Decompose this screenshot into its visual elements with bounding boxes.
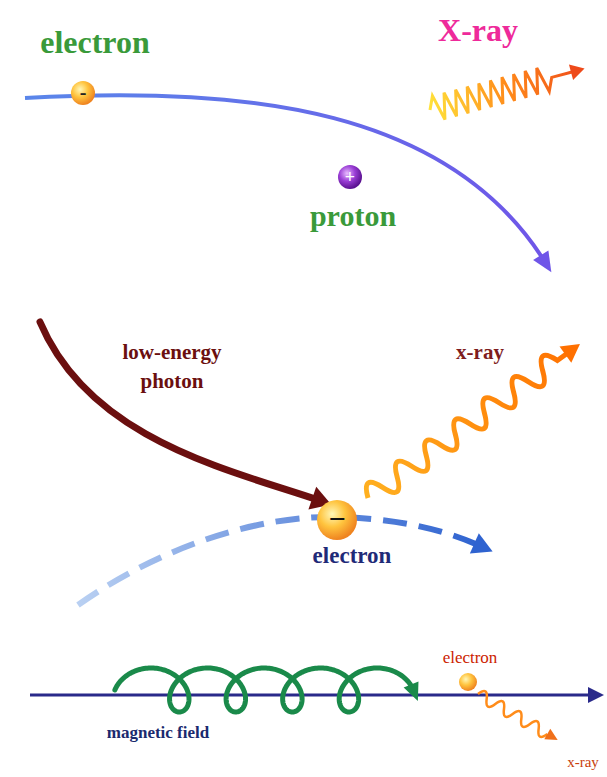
charge-sign: + xyxy=(345,167,355,188)
charge-sign: - xyxy=(80,81,87,104)
xray-wave xyxy=(361,334,587,507)
arrow-head xyxy=(588,687,604,703)
arrow-head xyxy=(544,729,560,745)
electron-path xyxy=(25,95,545,262)
xray-sine xyxy=(475,689,550,739)
arrow-head xyxy=(470,533,497,561)
field-label: magnetic field xyxy=(107,723,209,743)
electron-ball xyxy=(71,81,95,105)
xray-zigzag xyxy=(427,59,577,122)
radiation-label: x-ray xyxy=(456,340,504,364)
photon-path xyxy=(40,322,318,500)
proton-ball xyxy=(338,165,362,189)
field-axis xyxy=(30,694,590,697)
photon-label: low-energy photon xyxy=(112,338,232,397)
particle-label: electron xyxy=(313,543,392,569)
arrow-head xyxy=(533,250,559,276)
arrow-head xyxy=(404,681,426,704)
arrow-head xyxy=(569,61,587,80)
electron-ball xyxy=(459,673,477,691)
charge-sign: − xyxy=(328,502,345,537)
xray-wave xyxy=(475,689,561,745)
xray-sine xyxy=(361,344,574,508)
electron-ball xyxy=(317,500,357,540)
electron-path xyxy=(78,517,478,605)
radiation-label: X-ray xyxy=(438,12,518,49)
particle-label: proton xyxy=(310,199,396,234)
helix-path xyxy=(115,668,413,712)
radiation-label: x-ray xyxy=(567,754,599,771)
arrow-head xyxy=(560,336,586,363)
particle-label: electron xyxy=(40,24,150,61)
xray-wave xyxy=(427,56,588,123)
particle-label: electron xyxy=(443,648,498,668)
